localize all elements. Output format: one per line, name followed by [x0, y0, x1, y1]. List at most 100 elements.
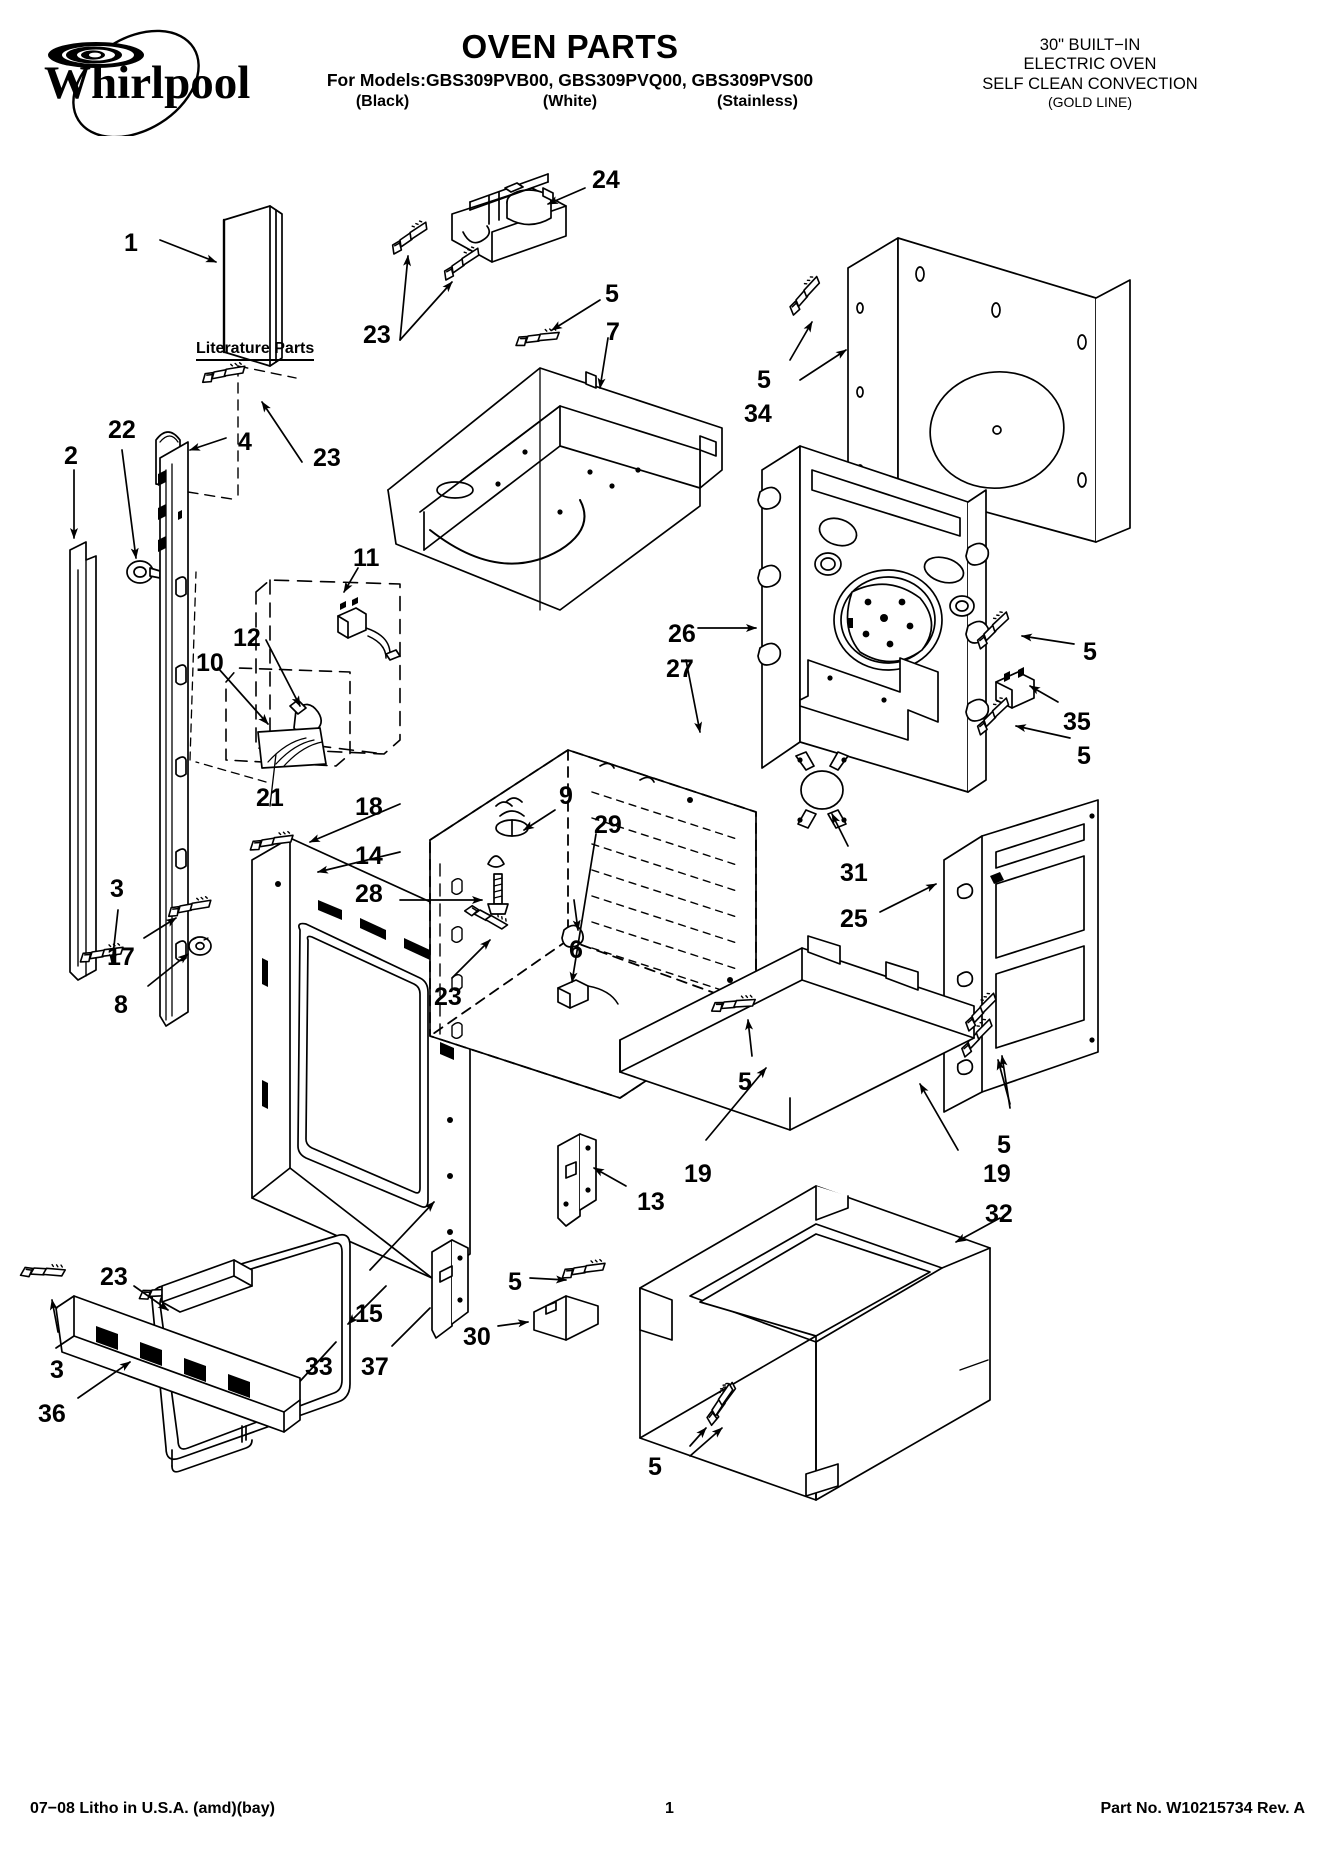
callout-17: 17 — [107, 943, 135, 971]
callout-23c: 23 — [434, 983, 462, 1011]
callout-5e: 5 — [738, 1068, 752, 1096]
callout-5a: 5 — [605, 280, 619, 308]
part-30-bracket — [533, 1295, 599, 1341]
part-7-panel — [387, 367, 723, 611]
callout-5d: 5 — [1077, 742, 1091, 770]
callout-3b: 3 — [50, 1356, 64, 1384]
part-9-fitting — [495, 797, 529, 837]
callout-5c: 5 — [1083, 638, 1097, 666]
callout-29: 29 — [594, 811, 622, 839]
footer-part-number: Part No. W10215734 Rev. A — [1100, 1800, 1305, 1817]
part-27-oven-cavity — [429, 749, 757, 1099]
callout-7: 7 — [606, 318, 620, 346]
callout-6: 6 — [569, 936, 583, 964]
callout-1: 1 — [124, 229, 138, 257]
part-13-bracket — [557, 1133, 597, 1227]
callout-19a: 19 — [684, 1160, 712, 1188]
screw-5-34 — [781, 273, 828, 316]
whirlpool-logo: Whirlpool — [18, 28, 258, 139]
exploded-parts-drawing: 1 24 23 5 7 5 34 2 22 4 23 11 12 10 21 3… — [0, 140, 1339, 1790]
part-26-rear-bulkhead — [757, 445, 990, 793]
callout-4: 4 — [238, 428, 252, 456]
part-32-bottom-pan — [639, 1185, 991, 1501]
callout-35: 35 — [1063, 708, 1091, 736]
callout-11: 11 — [353, 544, 380, 572]
screw-23-upper-b — [441, 245, 483, 281]
finish-black: (Black) — [355, 92, 410, 110]
callout-25: 25 — [840, 905, 868, 933]
models-line: For Models:GBS309PVB00, GBS309PVQ00, GBS… — [326, 69, 814, 90]
callout-18: 18 — [355, 793, 383, 821]
callout-5b: 5 — [757, 366, 771, 394]
part-37-hinge — [431, 1239, 469, 1339]
callout-36: 36 — [38, 1400, 66, 1428]
part-11-lamp-assembly — [255, 579, 401, 755]
callout-10: 10 — [196, 649, 224, 677]
callout-34: 34 — [744, 400, 772, 428]
callout-13: 13 — [637, 1188, 665, 1216]
part-19-top-shelf — [619, 935, 975, 1131]
callout-31: 31 — [840, 859, 868, 887]
callout-8: 8 — [114, 991, 128, 1019]
footer-page-number: 1 — [665, 1800, 674, 1817]
callout-3a: 3 — [110, 875, 124, 903]
page-title: OVEN PARTS — [461, 28, 679, 65]
brand-wordmark: Whirlpool — [44, 57, 250, 109]
part-36-trim-rail — [55, 1295, 301, 1433]
spec-line-3: SELF CLEAN CONVECTION — [982, 74, 1198, 93]
spec-line-1: 30" BUILT−IN — [1039, 36, 1141, 54]
finish-row: (Black) (White) (Stainless) — [270, 93, 870, 111]
part-24-latch-motor — [451, 173, 567, 263]
screw-23-upper-a — [389, 219, 431, 255]
callout-37: 37 — [361, 1353, 389, 1381]
screw-5-top — [515, 317, 561, 359]
callout-5h: 5 — [648, 1453, 662, 1481]
literature-parts-caption: Literature Parts — [196, 340, 315, 361]
callout-2: 2 — [64, 442, 78, 470]
part-10-lens — [257, 727, 327, 769]
spec-block: 30" BUILT−IN ELECTRIC OVEN SELF CLEAN CO… — [860, 36, 1320, 110]
callout-30: 30 — [463, 1323, 491, 1351]
screw-5-30 — [561, 1249, 607, 1290]
callout-33: 33 — [305, 1353, 333, 1381]
part-34-side-panel — [847, 237, 1131, 543]
spec-line-4: (GOLD LINE) — [1047, 93, 1132, 110]
footer-litho: 07−08 Litho in U.S.A. (amd)(bay) — [30, 1800, 275, 1817]
callout-9: 9 — [559, 782, 573, 810]
spec-line-2: ELECTRIC OVEN — [1023, 55, 1157, 74]
callout-5g: 5 — [508, 1268, 522, 1296]
title-block: OVEN PARTS For Models:GBS309PVB00, GBS30… — [270, 28, 870, 111]
part-21-front-frame — [158, 441, 189, 1027]
lamp-socket — [337, 597, 401, 661]
part-10-box — [225, 667, 351, 767]
callout-23b: 23 — [313, 444, 341, 472]
part-15-tab — [161, 1259, 253, 1313]
part-18-door-panel — [251, 837, 471, 1279]
page-footer: 07−08 Litho in U.S.A. (amd)(bay) 1 Part … — [0, 1800, 1339, 1830]
callout-22: 22 — [108, 416, 136, 444]
part-31-thermal-limiter — [795, 751, 849, 829]
part-2-rail — [69, 541, 97, 981]
finish-white: (White) — [542, 92, 598, 110]
callout-12: 12 — [233, 624, 261, 652]
callout-24: 24 — [592, 166, 620, 194]
finish-stainless: (Stainless) — [717, 92, 798, 110]
washer-8 — [188, 936, 212, 956]
part-25-outer-wrap — [943, 799, 1099, 1113]
callout-23a: 23 — [363, 321, 391, 349]
callout-21: 21 — [256, 784, 284, 812]
callout-14: 14 — [355, 842, 383, 870]
callout-26: 26 — [668, 620, 696, 648]
callout-28: 28 — [355, 880, 383, 908]
callout-15: 15 — [355, 1300, 383, 1328]
callout-19b: 19 — [983, 1160, 1011, 1188]
part-28-stud — [487, 855, 509, 915]
part-29-sensor — [557, 979, 619, 1009]
callout-32: 32 — [985, 1200, 1013, 1228]
screw-3-trim — [19, 1249, 68, 1295]
callout-27: 27 — [666, 655, 694, 683]
part-22-bushing — [126, 560, 161, 584]
callout-5f: 5 — [997, 1131, 1011, 1159]
part-1-literature — [222, 205, 283, 367]
